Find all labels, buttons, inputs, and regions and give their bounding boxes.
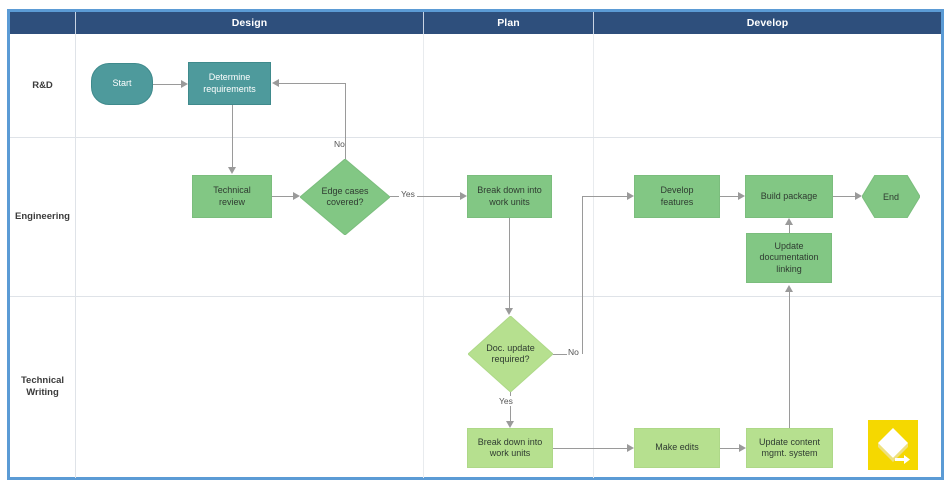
connector-start-to-determine: [153, 84, 181, 85]
node-doc-update-required-line2: required?: [491, 354, 530, 364]
arrowhead-edge-cases-no-to-determine: [272, 79, 279, 87]
node-update-content-mgmt-system-line1: Update content: [758, 436, 821, 447]
header-divider-2: [423, 12, 424, 34]
arrowhead-break-down-tw-to-make-edits: [627, 444, 634, 452]
node-determine-requirements-line1: Determine: [208, 72, 251, 82]
node-build-package[interactable]: Build package: [745, 175, 833, 218]
connector-break-down-tw-to-make-edits: [553, 448, 627, 449]
lucidchart-logo-icon: [868, 420, 918, 470]
node-doc-update-required-line1: Doc. update: [486, 342, 535, 353]
diamond-shape-edge-cases: [300, 159, 390, 235]
edge-label-edge-cases-no: No: [334, 139, 345, 149]
arrowhead-update-cms-to-doc-link: [785, 285, 793, 292]
node-update-content-mgmt-system-line2: mgmt. system: [761, 448, 818, 458]
connector-doc-update-no-to-develop: [582, 196, 627, 197]
header-divider-3: [593, 12, 594, 34]
arrowhead-edge-cases-yes: [460, 192, 467, 200]
lane-label-engineering[interactable]: Engineering: [15, 210, 70, 222]
arrowhead-develop-to-build: [738, 192, 745, 200]
lane-label-technical-writing-line1: Technical: [20, 375, 65, 386]
node-break-down-technical-writing[interactable]: Break down into work units: [467, 428, 553, 468]
node-edge-cases-covered[interactable]: Edge cases covered?: [300, 159, 390, 235]
connector-edge-cases-yes: [390, 196, 461, 197]
connector-doc-update-yes: [510, 392, 511, 421]
lane-label-technical-writing[interactable]: Technical Writing: [10, 296, 75, 478]
node-update-documentation-linking-line2: documentation: [759, 252, 819, 263]
header-divider-1: [75, 12, 76, 34]
node-develop-features[interactable]: Develop features: [634, 175, 720, 218]
edge-label-doc-update-yes: Yes: [497, 396, 515, 406]
node-edge-cases-covered-line1: Edge cases: [321, 185, 369, 196]
node-develop-features-line1: Develop: [660, 185, 694, 195]
lane-label-rnd[interactable]: R&D: [32, 79, 53, 91]
connector-update-cms-to-doc-link: [789, 292, 790, 428]
node-doc-update-required[interactable]: Doc. update required?: [468, 316, 553, 392]
arrowhead-determine-to-tech-review: [228, 167, 236, 174]
node-update-documentation-linking[interactable]: Update documentation linking: [746, 233, 832, 283]
node-update-documentation-linking-line3: linking: [776, 263, 802, 274]
connector-doc-update-no-stub: [553, 354, 567, 355]
arrowhead-tech-review-to-edge-cases: [293, 192, 300, 200]
connector-make-edits-to-update-cms: [720, 448, 739, 449]
connector-tech-review-to-edge-cases: [272, 196, 293, 197]
node-technical-review[interactable]: Technical review: [192, 175, 272, 218]
connector-edge-cases-no-vertical: [345, 83, 346, 159]
node-update-documentation-linking-line1: Update: [774, 240, 804, 251]
node-break-down-engineering-line2: work units: [489, 196, 530, 207]
arrowhead-doc-update-yes: [506, 421, 514, 428]
arrowhead-doc-update-no-to-develop: [627, 192, 634, 200]
column-header-design[interactable]: Design: [231, 17, 268, 29]
edge-label-doc-update-no: No: [568, 347, 579, 357]
column-separator-design-plan: [423, 34, 424, 478]
lucidchart-logo-glyph: [878, 428, 910, 464]
node-start[interactable]: Start: [91, 63, 153, 105]
column-separator-plan-develop: [593, 34, 594, 478]
node-break-down-engineering-line1: Break down into: [477, 185, 542, 195]
arrowhead-make-edits-to-update-cms: [739, 444, 746, 452]
arrowhead-break-down-to-doc-update: [505, 308, 513, 315]
node-technical-review-line1: Technical: [213, 185, 251, 195]
lane-separator-engineering-techwriting: [10, 296, 941, 297]
column-header-bar: [10, 12, 941, 34]
node-update-content-mgmt-system[interactable]: Update content mgmt. system: [746, 428, 833, 468]
connector-build-to-end: [833, 196, 855, 197]
lane-separator-rnd-engineering: [10, 137, 941, 138]
connector-doc-update-no-vertical: [582, 196, 583, 354]
connector-update-doc-link-to-build: [789, 225, 790, 233]
node-make-edits[interactable]: Make edits: [634, 428, 720, 468]
node-break-down-technical-writing-line2: work units: [489, 448, 531, 458]
node-end[interactable]: End: [862, 175, 920, 218]
connector-determine-to-tech-review: [232, 105, 233, 167]
node-make-edits-label: Make edits: [655, 442, 699, 453]
diamond-shape-doc-update: [468, 316, 553, 392]
arrowhead-update-doc-link-to-build: [785, 218, 793, 225]
node-develop-features-line2: features: [660, 196, 694, 207]
node-start-label: Start: [112, 78, 132, 89]
arrowhead-build-to-end: [855, 192, 862, 200]
connector-develop-to-build: [720, 196, 738, 197]
node-break-down-engineering[interactable]: Break down into work units: [467, 175, 552, 218]
node-determine-requirements[interactable]: Determine requirements: [188, 62, 271, 105]
node-edge-cases-covered-line2: covered?: [326, 197, 364, 207]
edge-label-edge-cases-yes: Yes: [399, 189, 417, 199]
hexagon-shape-end: [862, 175, 920, 218]
node-break-down-technical-writing-line1: Break down into: [477, 436, 543, 447]
node-build-package-label: Build package: [760, 190, 818, 201]
lane-label-separator: [75, 34, 76, 478]
connector-break-down-to-doc-update: [509, 218, 510, 308]
node-end-label: End: [882, 191, 899, 202]
column-header-plan[interactable]: Plan: [497, 17, 520, 29]
node-technical-review-line2: review: [218, 196, 245, 207]
arrowhead-start-to-determine: [181, 80, 188, 88]
node-determine-requirements-line2: requirements: [203, 83, 256, 94]
column-header-develop[interactable]: Develop: [746, 17, 789, 29]
connector-edge-cases-no-horizontal: [279, 83, 346, 84]
lane-label-technical-writing-line2: Writing: [26, 387, 59, 398]
